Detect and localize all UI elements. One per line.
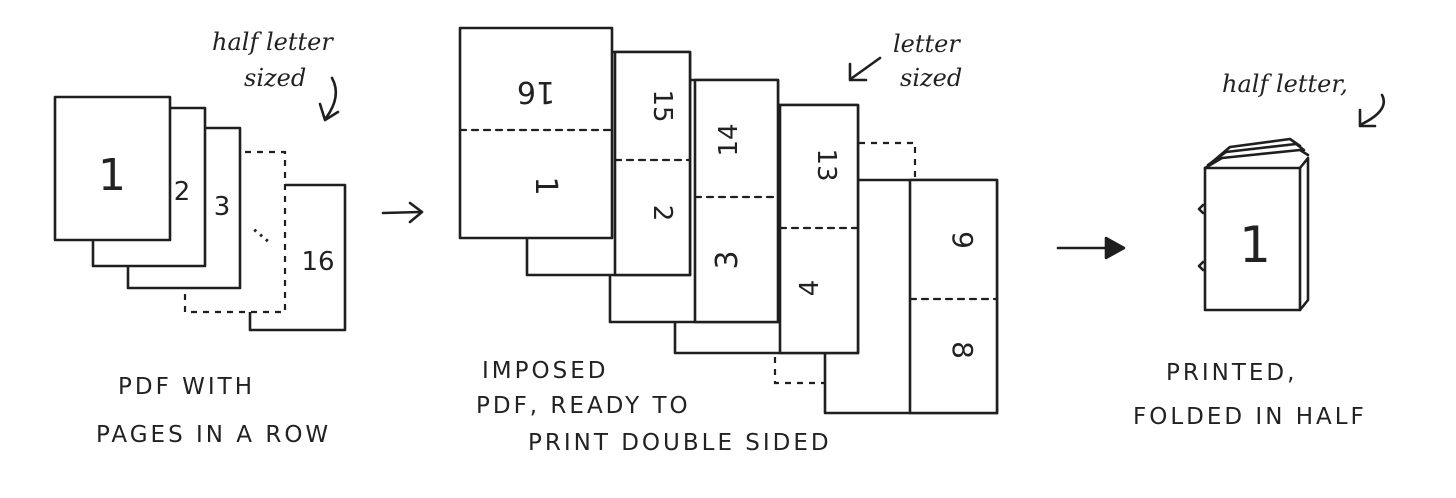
pointer-arrow-shaft <box>326 78 336 118</box>
imposed-page-16: 16 <box>517 74 555 109</box>
arrow-shaft <box>383 212 420 213</box>
caption-pdf: PDF WITH PAGES IN A ROW <box>96 374 331 448</box>
caption-imposed-line2: PDF, READY TO <box>476 393 691 419</box>
caption-imposed-line3: PRINT DOUBLE SIDED <box>528 430 832 456</box>
imposed-page-15: 15 <box>647 89 677 122</box>
page-3-number: 3 <box>214 192 231 222</box>
imposed-sheet-16-1 <box>460 28 612 238</box>
arrow-head <box>1106 238 1124 258</box>
booklet-cover-number: 1 <box>1239 216 1271 274</box>
half-letter-note: half letter, <box>1222 70 1384 126</box>
imposed-page-9: 9 <box>946 231 979 249</box>
imposed-page-13: 13 <box>811 148 841 181</box>
imposed-page-8: 8 <box>946 341 979 359</box>
letter-sized-line1: letter <box>893 30 961 58</box>
imposed-page-3: 3 <box>710 250 745 269</box>
imposed-page-4: 4 <box>795 280 825 297</box>
page-2-number: 2 <box>174 177 191 207</box>
imposed-page-1: 1 <box>528 176 563 195</box>
pdf-page-stack: 1 2 3 ... 16 <box>55 97 345 330</box>
half-letter-label: half letter, <box>1222 70 1348 98</box>
letter-sized-line2: sized <box>900 64 962 92</box>
caption-printed-line2: FOLDED IN HALF <box>1133 404 1367 430</box>
pointer-arrow-shaft <box>852 58 880 78</box>
imposed-page-2: 2 <box>647 205 677 222</box>
caption-pdf-line2: PAGES IN A ROW <box>96 422 331 448</box>
half-letter-sized-note: half letter sized <box>212 28 338 120</box>
pointer-arrow-shaft <box>1362 95 1384 124</box>
caption-imposed-line1: IMPOSED <box>482 358 608 384</box>
imposed-sheet-9-8-face <box>910 180 997 413</box>
letter-sized-note: letter sized <box>850 30 962 92</box>
arrow-to-printed <box>1058 238 1124 258</box>
caption-pdf-line1: PDF WITH <box>118 374 255 400</box>
imposed-page-14: 14 <box>714 123 744 156</box>
caption-printed: PRINTED, FOLDED IN HALF <box>1133 360 1367 430</box>
printed-booklet: 1 <box>1199 139 1308 310</box>
page-1-number: 1 <box>98 150 126 201</box>
half-letter-sized-line1: half letter <box>212 28 334 56</box>
booklet-staples <box>1199 205 1203 270</box>
caption-printed-line1: PRINTED, <box>1166 360 1297 386</box>
page-16-number: 16 <box>301 247 334 277</box>
arrow-to-imposed <box>383 203 422 222</box>
half-letter-sized-line2: sized <box>244 64 306 92</box>
booklet-page-edges <box>1205 150 1308 168</box>
